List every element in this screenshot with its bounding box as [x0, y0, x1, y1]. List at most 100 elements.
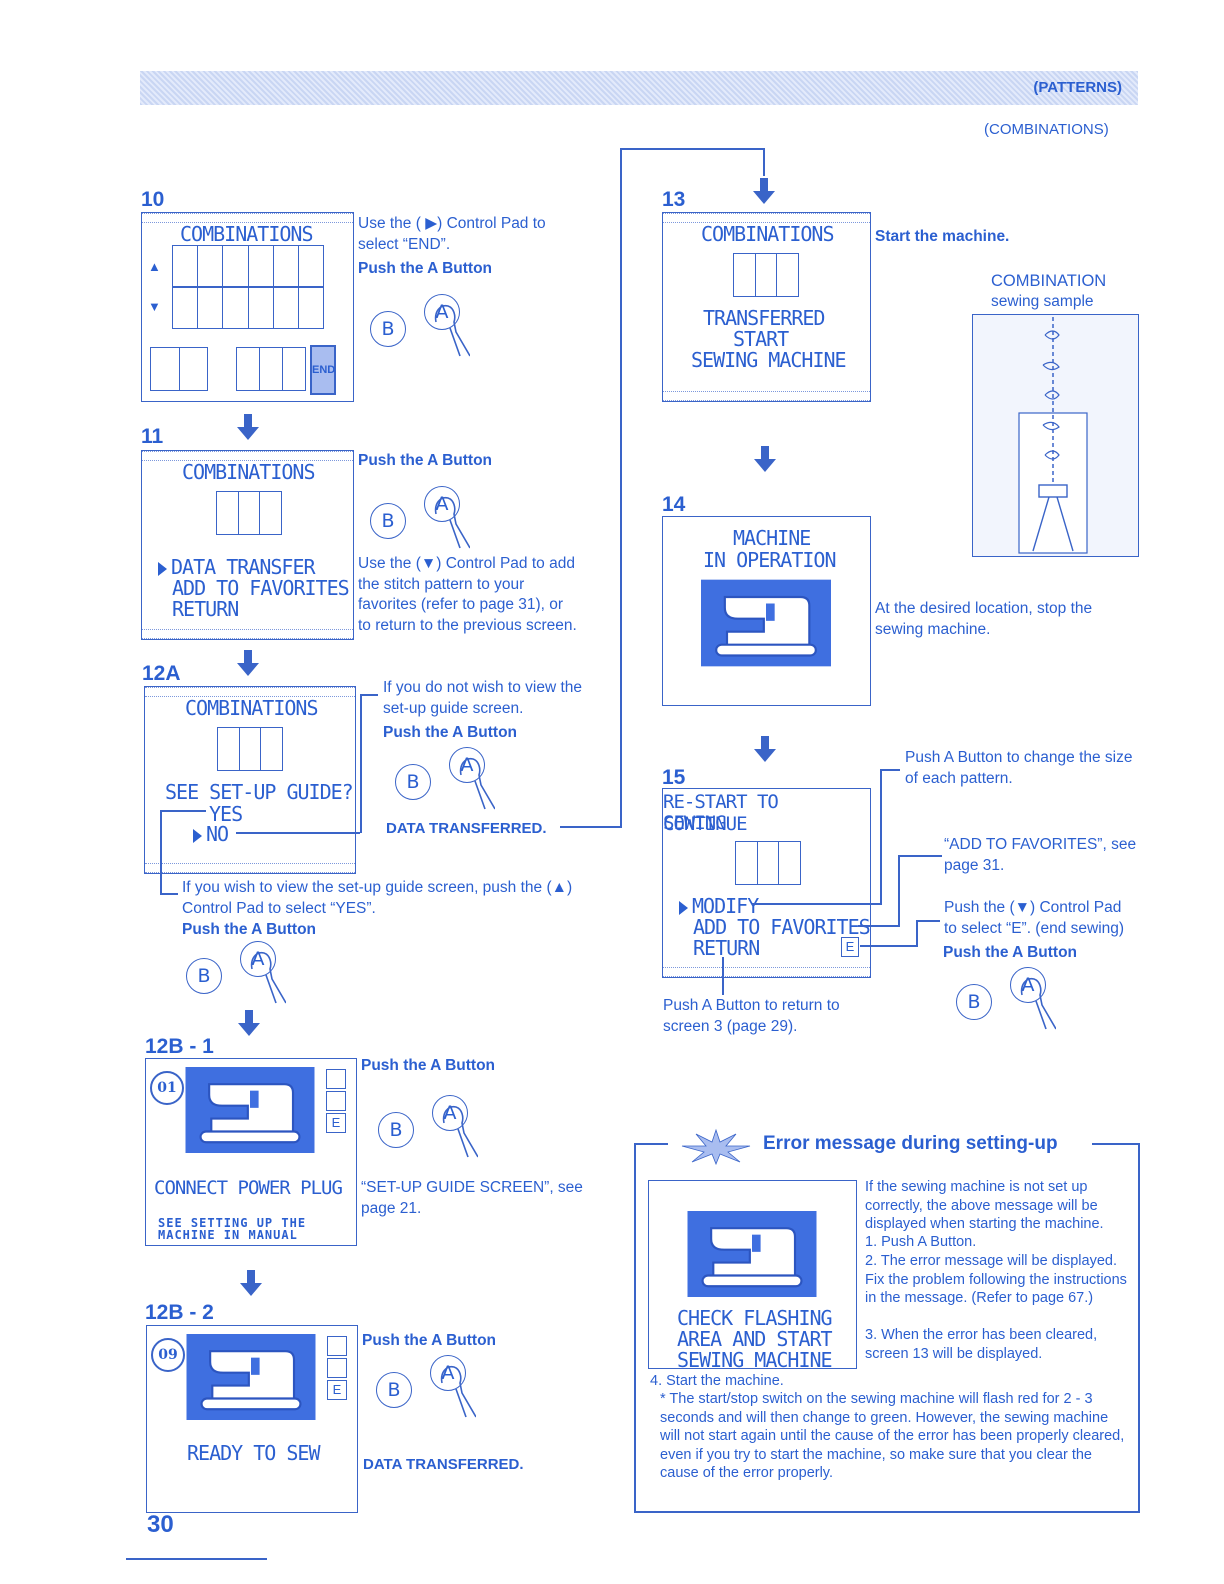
screen-title: COMBINATIONS	[182, 460, 315, 484]
cursor-icon	[679, 900, 688, 915]
message-small-line-2: MACHINE IN MANUAL	[158, 1228, 298, 1242]
option-no-label: NO	[206, 822, 229, 846]
menu-item-return[interactable]: RETURN	[172, 597, 239, 621]
step12b1-reference: “SET-UP GUIDE SCREEN”, see page 21.	[361, 1179, 583, 1217]
previous-icon[interactable]	[326, 1091, 346, 1111]
message-line-1: RE-START TO CONTINUE	[663, 791, 779, 835]
error-line-1: CHECK FLASHING	[677, 1306, 833, 1330]
lcd-screen-step10: COMBINATIONS ▲ ▼ END	[141, 212, 354, 402]
sample-title: COMBINATION	[991, 272, 1107, 290]
step12b2-transferred: DATA TRANSFERRED.	[363, 1456, 524, 1473]
error-item-2: 2. The error message will be displayed. …	[865, 1253, 1127, 1306]
sewing-machine-icon	[185, 1334, 317, 1420]
step-number: 12B - 2	[145, 1301, 214, 1324]
step11-instruction: Use the (▼) Control Pad to add the stitc…	[358, 555, 577, 634]
next-icon[interactable]	[327, 1336, 347, 1356]
screen-title: COMBINATIONS	[701, 222, 834, 246]
finger-icon	[430, 490, 470, 550]
b-button-icon: B	[395, 764, 431, 800]
end-icon[interactable]: E	[327, 1380, 347, 1400]
finger-icon	[430, 298, 470, 358]
screen-title: COMBINATIONS	[180, 222, 313, 246]
finger-icon	[455, 751, 495, 811]
finger-icon	[436, 1359, 476, 1419]
sewing-machine-icon	[701, 579, 831, 667]
step-number: 14	[662, 493, 686, 516]
menu-item-add-to-favorites[interactable]: ADD TO FAVORITES	[172, 576, 350, 600]
menu-item-data-transfer[interactable]: DATA TRANSFER	[158, 556, 316, 578]
footer-rule	[126, 1558, 267, 1560]
lcd-screen-step13: COMBINATIONS TRANSFERRED START SEWING MA…	[662, 212, 871, 402]
step12a-transferred: DATA TRANSFERRED.	[386, 820, 547, 837]
pattern-combination	[733, 253, 799, 297]
screen-title: COMBINATIONS	[185, 696, 318, 720]
cursor-icon	[158, 561, 167, 576]
page-number: 30	[147, 1511, 174, 1538]
step-badge: 09	[151, 1338, 185, 1372]
next-icon[interactable]	[326, 1069, 346, 1089]
message-line-3: SEWING MACHINE	[691, 348, 847, 372]
step12a-note-yes: If you wish to view the set-up guide scr…	[182, 879, 573, 917]
step15-note-end: Push the (▼) Control Pad to select “E”. …	[944, 899, 1125, 937]
step11-push: Push the A Button	[358, 452, 493, 469]
message-ready-to-sew: READY TO SEW	[187, 1441, 320, 1465]
menu-item-modify[interactable]: MODIFY	[679, 894, 759, 918]
sewing-machine-icon	[184, 1067, 316, 1153]
header-subtitle: (COMBINATIONS)	[984, 121, 1109, 138]
error-note: * The start/stop switch on the sewing ma…	[660, 1391, 1125, 1481]
b-button-icon: B	[370, 503, 406, 539]
step-number: 12A	[142, 662, 181, 685]
pattern-combination	[735, 841, 801, 885]
error-intro: If the sewing machine is not set up corr…	[865, 1179, 1104, 1232]
end-key-icon: END	[310, 345, 336, 395]
down-arrow-icon	[233, 412, 263, 442]
step15-note-modify: Push A Button to change the size of each…	[905, 749, 1133, 787]
menu-item-return[interactable]: RETURN	[693, 936, 760, 960]
step10-push: Push the A Button	[358, 260, 493, 277]
step15-note-return: Push A Button to return to screen 3 (pag…	[663, 997, 840, 1035]
pattern-selected	[150, 347, 208, 391]
sample-subtitle: sewing sample	[991, 293, 1094, 310]
step15-push: Push the A Button	[943, 944, 1078, 961]
b-button-icon: B	[370, 311, 406, 347]
down-arrow-icon	[750, 444, 780, 474]
b-button-icon: B	[378, 1112, 414, 1148]
step12b2-push: Push the A Button	[362, 1332, 497, 1349]
lcd-screen-step11: COMBINATIONS DATA TRANSFER ADD TO FAVORI…	[141, 450, 354, 640]
message-small-line-1: SEE SETTING UP THE	[158, 1216, 307, 1230]
pattern-combination	[217, 727, 283, 771]
cursor-icon	[193, 828, 202, 843]
lcd-screen-error: CHECK FLASHING AREA AND START SEWING MAC…	[648, 1180, 857, 1372]
lcd-screen-step14: MACHINE IN OPERATION	[662, 516, 871, 706]
end-key-icon[interactable]: E	[841, 937, 859, 957]
sewing-machine-warning-icon	[687, 1211, 817, 1297]
starburst-icon	[681, 1128, 751, 1166]
down-arrow-icon	[234, 1008, 264, 1038]
menu-label: MODIFY	[692, 894, 759, 918]
previous-icon[interactable]	[327, 1358, 347, 1378]
option-no[interactable]: NO	[193, 822, 229, 846]
lcd-screen-step12b1: 01 E CONNECT POWER PLUG SEE SETTING UP T…	[145, 1058, 357, 1246]
pattern-combination	[216, 491, 282, 535]
step-number: 13	[662, 188, 686, 211]
step-badge: 01	[150, 1071, 184, 1105]
down-arrow-icon	[749, 176, 779, 206]
step12a-push: Push the A Button	[383, 724, 518, 741]
message-line-1: TRANSFERRED	[703, 306, 825, 330]
message-line-2: IN OPERATION	[703, 548, 836, 572]
finger-icon	[246, 945, 286, 1005]
menu-item-add-to-favorites[interactable]: ADD TO FAVORITES	[693, 915, 871, 939]
pattern-grid-row-2	[172, 287, 324, 329]
step10-instruction: Use the ( ▶) Control Pad to select “END”…	[358, 215, 546, 253]
lcd-screen-step12b2: 09 E READY TO SEW	[146, 1325, 358, 1513]
header-bar: (PATTERNS)	[140, 71, 1138, 105]
scroll-up-icon: ▲	[148, 259, 161, 274]
error-line-2: AREA AND START	[677, 1327, 833, 1351]
message-line-1: MACHINE	[733, 526, 811, 550]
error-item-4: 4. Start the machine.	[650, 1373, 784, 1389]
error-line-3: SEWING MACHINE	[677, 1348, 833, 1372]
option-yes[interactable]: YES	[209, 802, 243, 826]
pattern-combination	[236, 347, 306, 391]
step12a-note-no: If you do not wish to view the set-up gu…	[383, 679, 583, 717]
end-icon[interactable]: E	[326, 1113, 346, 1133]
